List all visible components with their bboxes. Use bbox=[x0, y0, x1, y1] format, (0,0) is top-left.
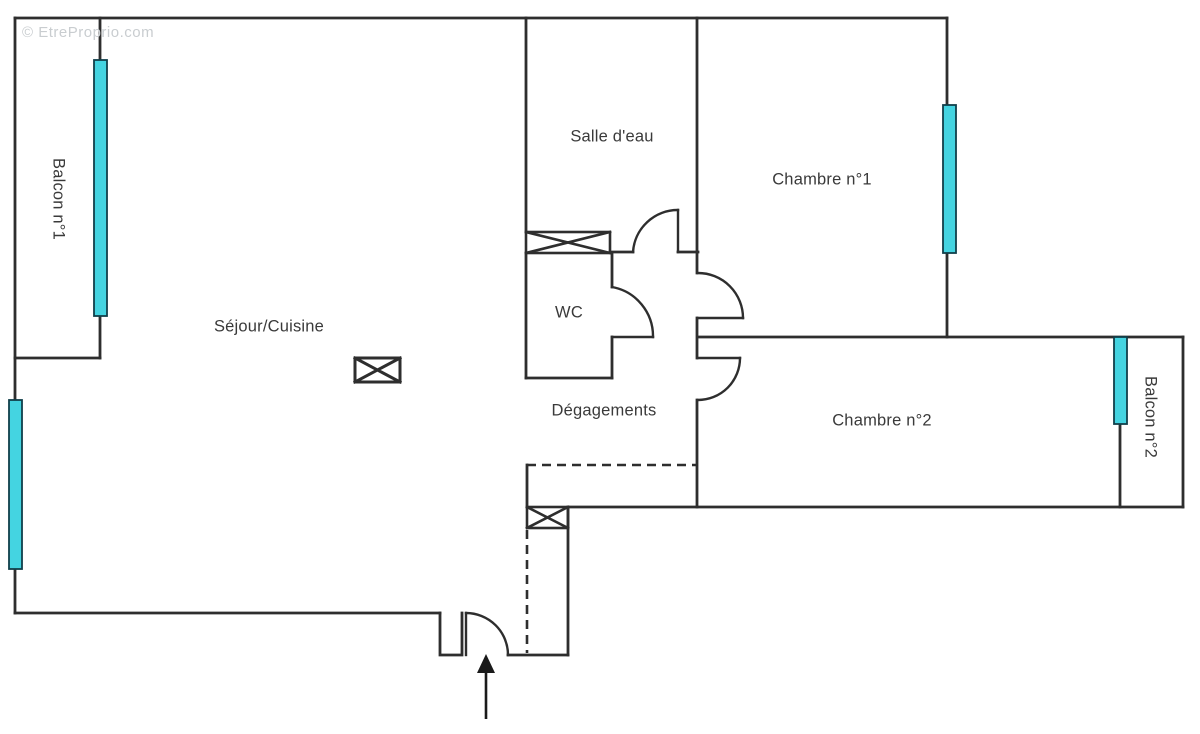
chambre2-door bbox=[696, 356, 742, 402]
entrance-arrow-icon bbox=[477, 654, 495, 719]
room-label-degagements: Dégagements bbox=[551, 401, 657, 420]
salle-eau-door bbox=[631, 208, 680, 254]
window-balcon1 bbox=[93, 59, 108, 317]
window-chambre1 bbox=[942, 104, 957, 254]
room-label-balcon2: Balcon n°2 bbox=[1141, 376, 1160, 458]
room-label-wc: WC bbox=[555, 303, 583, 322]
wall-lines bbox=[13, 16, 1185, 657]
room-label-chambre1: Chambre n°1 bbox=[772, 170, 872, 189]
room-label-salle-eau: Salle d'eau bbox=[570, 127, 654, 146]
duct-box-sejour bbox=[352, 355, 403, 385]
window-sejour-left bbox=[8, 399, 23, 570]
room-label-chambre2: Chambre n°2 bbox=[832, 411, 932, 430]
door-swings bbox=[464, 208, 745, 657]
wc-door bbox=[610, 285, 655, 339]
duct-box-entry bbox=[525, 505, 570, 530]
room-label-sejour: Séjour/Cuisine bbox=[213, 317, 325, 336]
window-balcon2 bbox=[1113, 336, 1128, 425]
watermark: © EtreProprio.com bbox=[22, 24, 155, 41]
duct-box-salle-eau bbox=[524, 230, 612, 255]
window-bars bbox=[8, 59, 1128, 570]
room-label-balcon1: Balcon n°1 bbox=[49, 158, 68, 240]
chambre1-door bbox=[696, 271, 745, 320]
entrance-door bbox=[464, 611, 510, 657]
dashed-boundaries bbox=[525, 463, 697, 653]
duct-crossed-boxes bbox=[352, 230, 612, 530]
